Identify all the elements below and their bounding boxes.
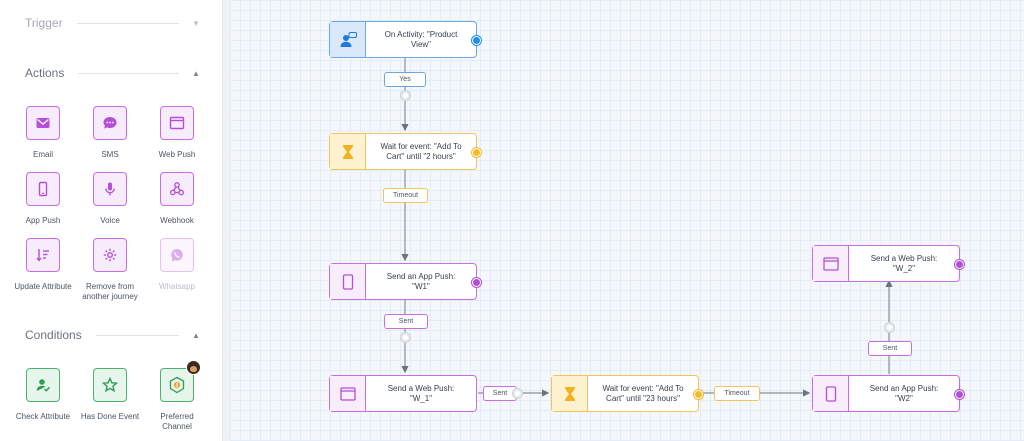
action-tile-email[interactable]: Email <box>8 106 78 160</box>
check-attribute-icon <box>26 368 60 402</box>
condition-tile-has-done-event[interactable]: Has Done Event <box>75 368 145 422</box>
tile-label: Email <box>32 150 53 159</box>
hourglass-icon <box>330 134 366 169</box>
node-text-line1: Send an App Push: <box>386 271 456 281</box>
tile-label: Update Attribute <box>14 282 72 291</box>
has-done-event-icon <box>93 368 127 402</box>
chevron-up-icon[interactable]: ▲ <box>192 68 200 78</box>
edge-label-sent: Sent <box>868 341 912 356</box>
connector-handle[interactable] <box>400 332 411 343</box>
connector-handle[interactable] <box>884 322 895 333</box>
tile-label: App Push <box>25 216 61 225</box>
sms-icon <box>93 106 127 140</box>
web-push-node-w-2[interactable]: Send a Web Push:"W_2" <box>812 245 964 282</box>
tile-label: SMS <box>101 150 119 159</box>
output-port[interactable] <box>694 390 703 399</box>
web-push-icon <box>813 246 849 281</box>
edge-label-timeout: Timeout <box>383 188 428 203</box>
connector-handle[interactable] <box>512 388 523 399</box>
condition-tile-check-attribute[interactable]: Check Attribute <box>8 368 78 422</box>
divider <box>76 22 179 24</box>
update-attribute-icon <box>26 238 60 272</box>
output-port[interactable] <box>472 278 481 287</box>
action-tile-whatsapp[interactable]: Whatsapp <box>142 238 212 292</box>
node-text-line1: Wait for event: "Add To <box>380 141 462 151</box>
chevron-down-icon[interactable]: ▼ <box>192 18 200 28</box>
action-tile-voice[interactable]: Voice <box>75 172 145 226</box>
chevron-up-icon[interactable]: ▲ <box>192 330 200 340</box>
tile-label: Web Push <box>158 150 196 159</box>
output-port[interactable] <box>955 390 964 399</box>
action-tile-webhook[interactable]: Webhook <box>142 172 212 226</box>
actions-section-header[interactable]: Actions ▲ <box>25 63 201 83</box>
web-push-icon <box>330 376 366 411</box>
condition-tile-preferred-channel[interactable]: Preferred Channel <box>142 360 212 432</box>
conditions-section-header[interactable]: Conditions ▲ <box>25 325 201 345</box>
action-tile-update-attribute[interactable]: Update Attribute <box>8 238 78 292</box>
tile-label: Webhook <box>160 216 194 225</box>
whatsapp-icon <box>160 238 194 272</box>
node-text-line1: Send an App Push: <box>869 383 939 393</box>
tile-label-line2: Channel <box>162 422 192 431</box>
divider <box>78 72 179 74</box>
tile-label-line2: another journey <box>82 292 138 301</box>
output-port[interactable] <box>472 148 481 157</box>
node-text-line2: "W1" <box>412 281 430 291</box>
app-push-icon <box>330 264 366 299</box>
app-push-node-w1[interactable]: Send an App Push:"W1" <box>329 263 481 300</box>
actions-section-title: Actions <box>25 66 65 80</box>
web-push-icon <box>160 106 194 140</box>
edge-label-sent: Sent <box>384 314 428 329</box>
node-text-line1: Send a Web Push: <box>387 383 455 393</box>
tile-label: Whatsapp <box>158 282 196 291</box>
user-activity-icon <box>330 22 366 57</box>
node-text-line1: On Activity: "Product <box>384 29 458 39</box>
trigger-section-title: Trigger <box>25 16 63 30</box>
node-text-line2: "W_2" <box>892 263 916 273</box>
output-port[interactable] <box>472 36 481 45</box>
trigger-section-header[interactable]: Trigger ▼ <box>25 13 201 33</box>
voice-icon <box>93 172 127 206</box>
tile-label: Voice <box>100 216 120 225</box>
action-tile-remove-from-journey[interactable]: Remove from another journey <box>75 238 145 302</box>
connector-handle[interactable] <box>400 90 411 101</box>
email-icon <box>26 106 60 140</box>
node-text-line2: Cart" until "2 hours" <box>386 151 456 161</box>
tile-label-line1: Remove from <box>85 282 134 291</box>
app-push-icon <box>26 172 60 206</box>
hourglass-icon <box>552 376 588 411</box>
conditions-section-title: Conditions <box>25 328 82 342</box>
tile-label: Check Attribute <box>15 412 71 421</box>
sidebar-resize-handle[interactable] <box>222 0 230 441</box>
action-tile-web-push[interactable]: Web Push <box>142 106 212 160</box>
remove-journey-icon <box>93 238 127 272</box>
preferred-channel-icon <box>160 360 201 402</box>
edge-label-yes: Yes <box>384 72 426 87</box>
action-tile-app-push[interactable]: App Push <box>8 172 78 226</box>
tile-label: Has Done Event <box>80 412 140 421</box>
divider <box>95 334 179 336</box>
tile-label-line1: Preferred <box>160 412 194 421</box>
output-port[interactable] <box>955 260 964 269</box>
webhook-icon <box>160 172 194 206</box>
node-text-line1: Send a Web Push: <box>870 253 938 263</box>
node-text-line2: "W2" <box>895 393 913 403</box>
sidebar: Trigger ▼ Actions ▲ Email SMS Web Push A… <box>0 0 222 441</box>
edge-label-timeout: Timeout <box>714 386 760 401</box>
app-push-icon <box>813 376 849 411</box>
web-push-node-w-1[interactable]: Send a Web Push:"W_1" <box>329 375 477 412</box>
node-text-line2: View" <box>410 39 432 49</box>
node-text-line2: Cart" until "23 hours" <box>606 393 680 403</box>
avatar <box>186 360 201 375</box>
node-text-line2: "W_1" <box>409 393 433 403</box>
app-push-node-w2[interactable]: Send an App Push:"W2" <box>812 375 964 412</box>
action-tile-sms[interactable]: SMS <box>75 106 145 160</box>
node-text-line1: Wait for event: "Add To <box>602 383 684 393</box>
